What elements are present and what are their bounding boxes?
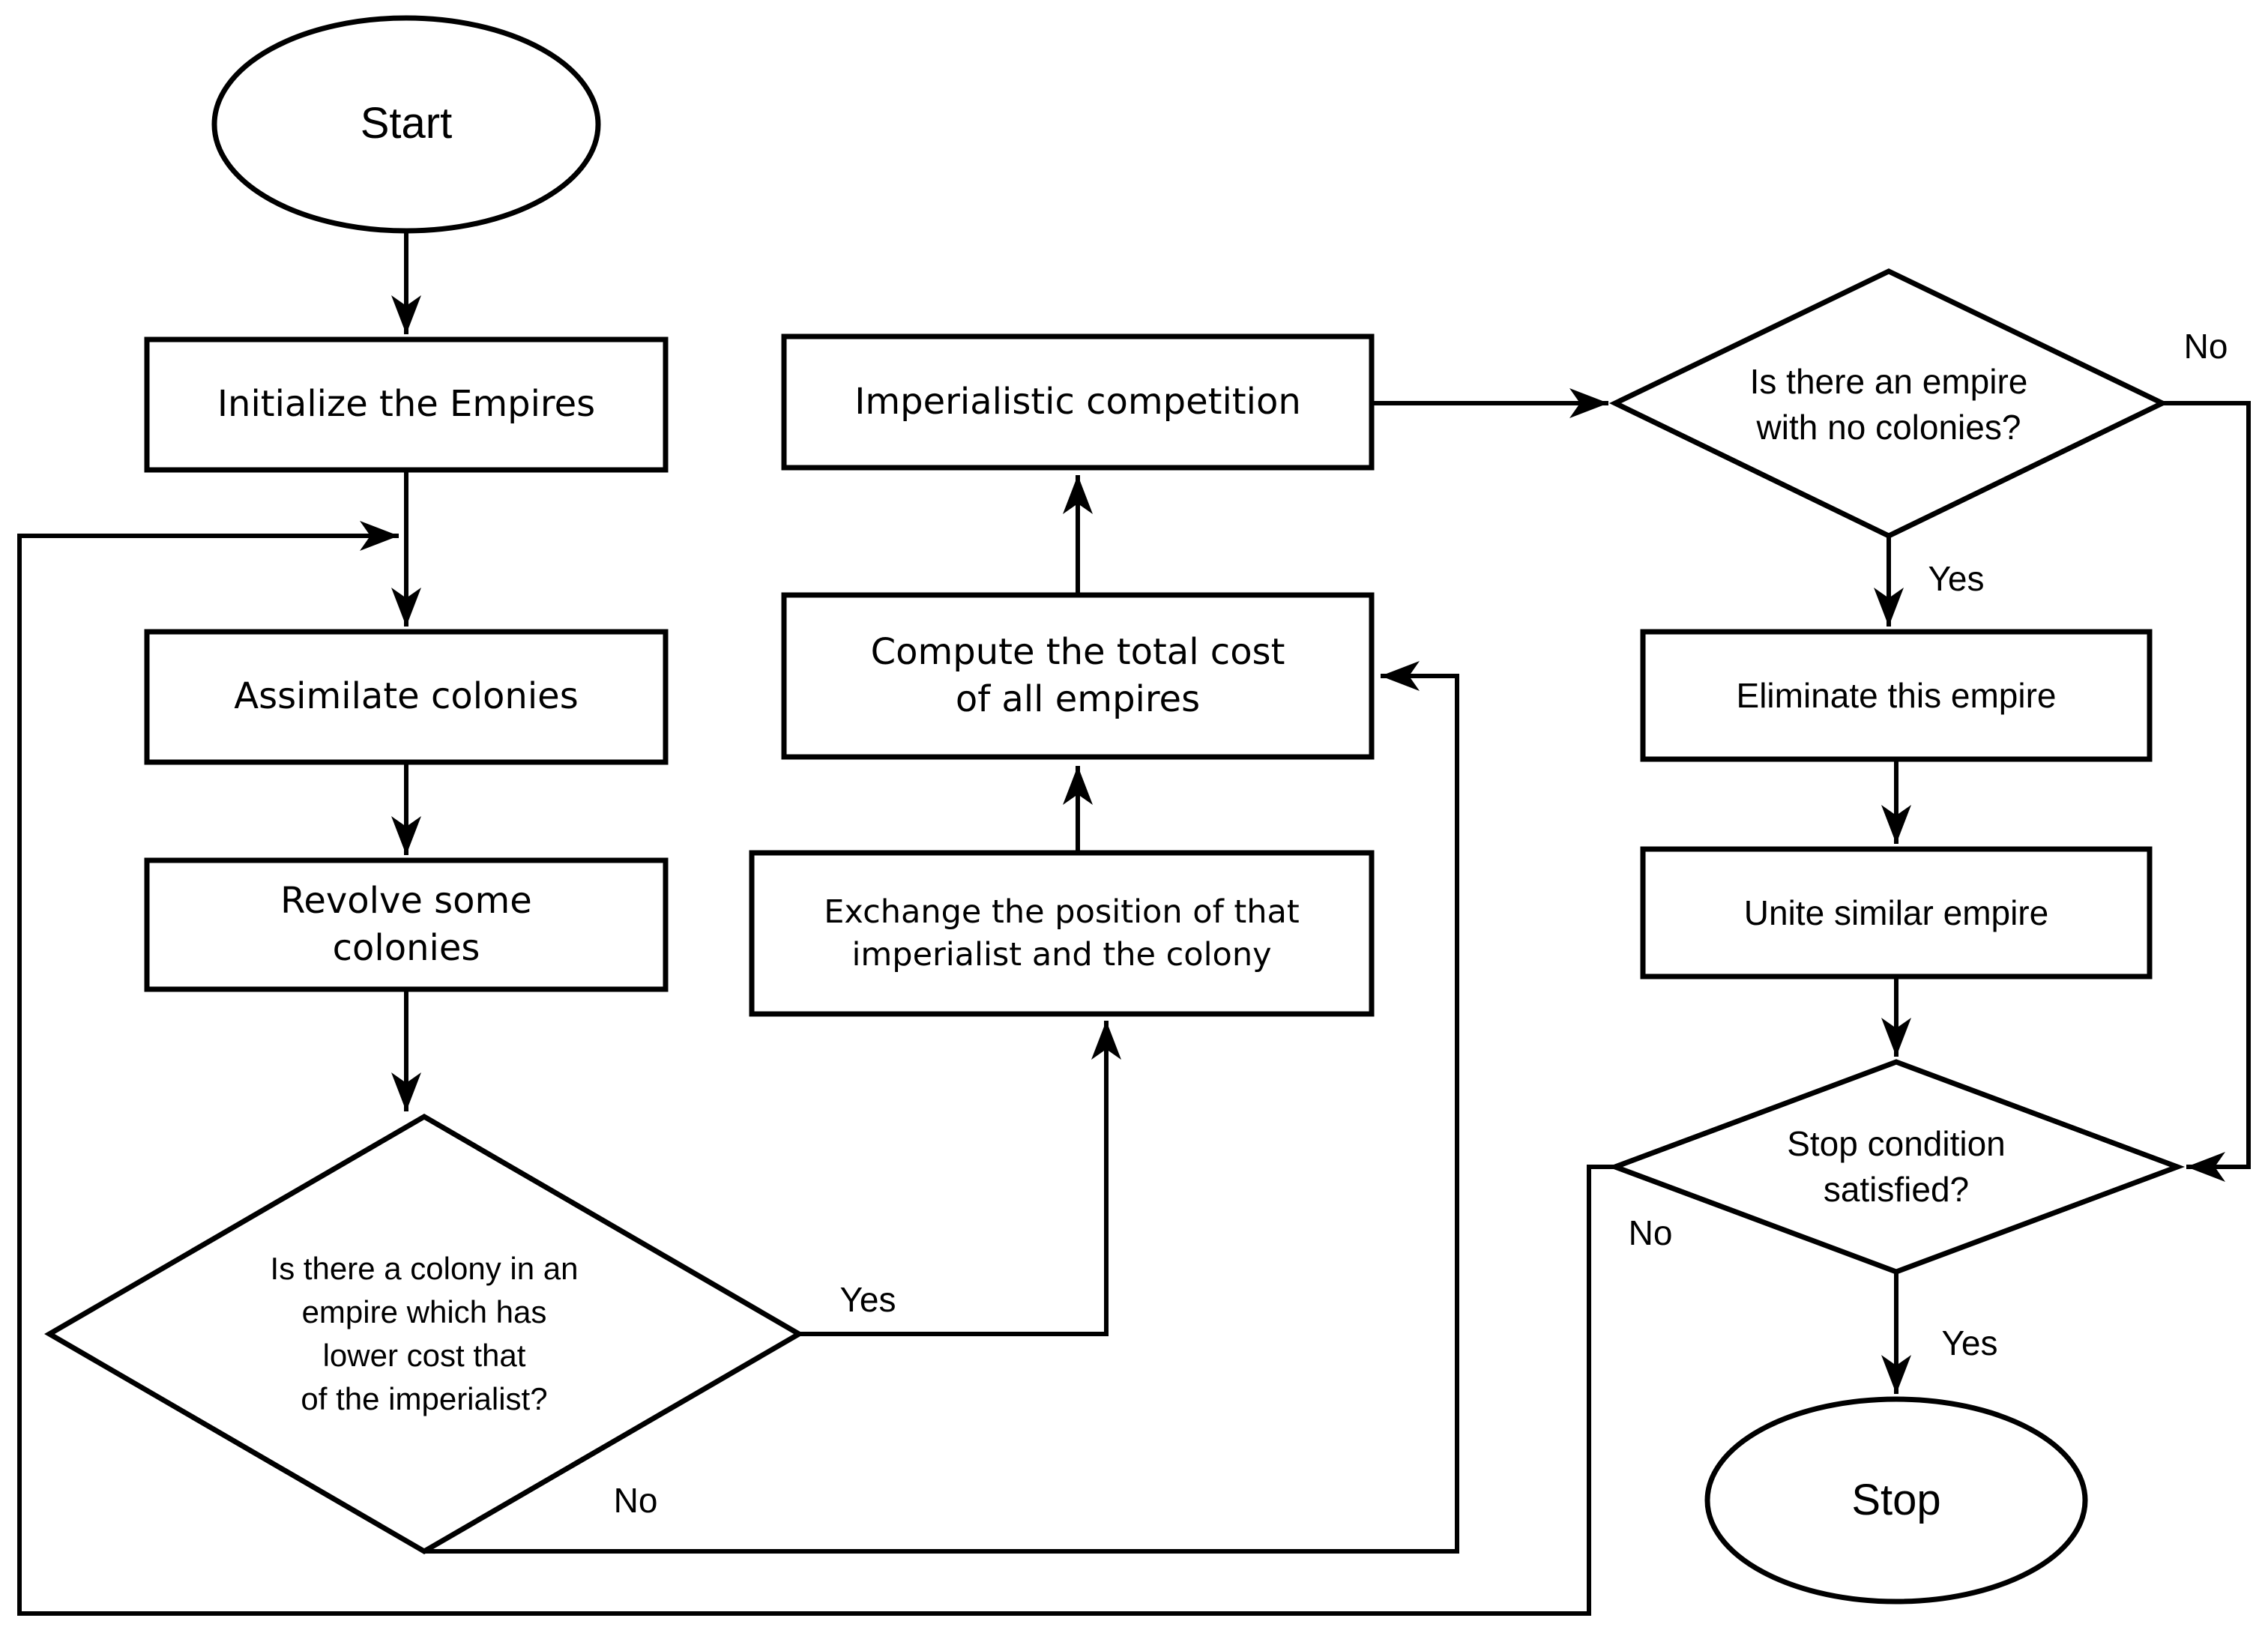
colony-check-decision-shape bbox=[44, 1113, 804, 1555]
edge-stop-no-loop bbox=[17, 521, 1615, 1616]
assimilate-process-shape bbox=[144, 629, 669, 765]
edge-empire-no-stop-check bbox=[2162, 401, 2251, 1182]
initialize-process-shape bbox=[144, 336, 669, 473]
empire-check-decision-shape bbox=[1608, 268, 2169, 539]
eliminate-process-shape bbox=[1640, 629, 2153, 762]
edge-colony-yes-exchange bbox=[799, 1021, 1121, 1336]
exchange-process-shape bbox=[749, 850, 1375, 1017]
stop-check-decision-shape bbox=[1607, 1059, 2186, 1275]
stop-terminator-shape bbox=[1704, 1396, 2088, 1605]
start-terminator-shape bbox=[211, 15, 601, 234]
edge-colony-no-compute bbox=[424, 661, 1459, 1554]
unite-process-shape bbox=[1640, 846, 2153, 979]
compute-process-shape bbox=[781, 592, 1375, 760]
competition-process-shape bbox=[781, 333, 1375, 471]
revolve-process-shape bbox=[144, 857, 669, 992]
